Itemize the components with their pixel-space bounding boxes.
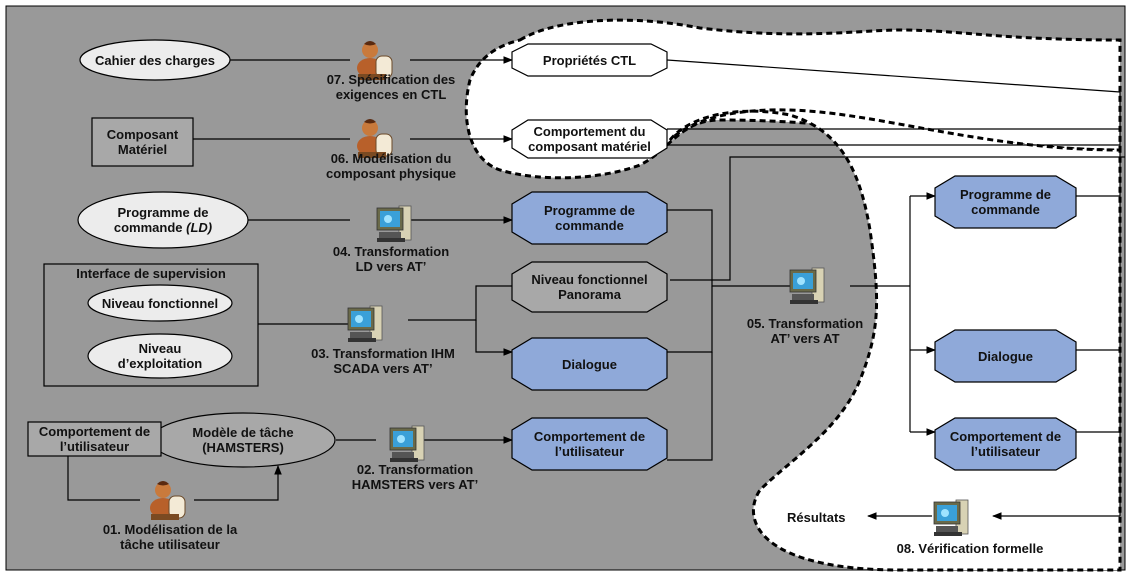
right-programme-commande-octagon [934,175,1077,229]
right-comportement-utilisateur-label: Comportement de l’utilisateur [949,429,1062,459]
comportement-composant-octagon [511,119,668,159]
niveau-fonctionnel-ellipse [87,284,233,322]
computer-icon [347,305,383,343]
right-comportement-utilisateur-octagon [934,417,1077,471]
comportement-composant-label: Comportement du composant matériel [528,124,651,154]
right-dialogue-label: Dialogue [978,349,1033,364]
dialogue-label: Dialogue [562,357,617,372]
programme-commande-label: Programme de commande [543,203,636,233]
right-programme-commande-label: Programme de commande [959,187,1052,217]
comportement-utilisateur-label: Comportement de l’utilisateur [38,424,151,454]
interface-supervision-title: Interface de supervision [76,266,226,281]
step-04-label: 04. Transformation LD vers AT’ [332,244,450,274]
computer-icon [376,205,412,243]
step-01-label: 01. Modélisation de la tâche utilisateur [102,522,238,552]
niveau-fonctionnel-label: Niveau fonctionnel [101,296,219,311]
comportement-utilisateur-octagon [511,417,668,471]
resultats-label: Résultats [787,510,846,525]
composant-materiel-label: Composant Matériel [106,127,179,157]
step-08-label: 08. Vérification formelle [896,541,1044,556]
composant-materiel-box [91,117,194,167]
niveau-panorama-label: Niveau fonctionnel Panorama [531,272,648,302]
comportement-utilisateur-box [27,421,162,457]
computer-icon [933,499,969,537]
programme-ld-line2-italic: (LD) [186,220,213,235]
niveau-panorama-octagon [511,261,668,313]
step-06-label: 06. Modélisation du composant physique [325,151,457,181]
step-05-label: 05. Transformation AT’ vers AT [746,316,864,346]
computer-icon [389,425,425,463]
dialogue-octagon [511,337,668,391]
proprietes-ctl-label: Propriétés CTL [542,53,637,68]
connector-lines [67,56,1125,520]
step-03-label: 03. Transformation IHM SCADA vers AT’ [311,346,455,376]
programme-ld-ellipse [77,191,249,249]
modele-tache-label: Modèle de tâche (HAMSTERS) [192,425,294,455]
niveau-exploitation-label: Niveau d’exploitation [117,341,203,371]
step-07-label: 07. Spécification des exigences en CTL [326,72,456,102]
computer-icon [789,267,825,305]
programme-commande-octagon [511,191,668,245]
niveau-exploitation-ellipse [87,333,233,379]
proprietes-ctl-octagon [511,43,668,77]
cahier-des-charges-ellipse [79,39,231,81]
comportement-user-model-label: Comportement de l’utilisateur [533,429,646,459]
interface-supervision-box [43,263,259,387]
cahier-des-charges-label: Cahier des charges [95,53,215,68]
step-02-label: 02. Transformation HAMSTERS vers AT’ [351,462,479,492]
right-dialogue-octagon [934,329,1077,383]
programme-ld-line1: Programme de [117,205,209,220]
programme-ld-line2: commande [113,220,187,235]
